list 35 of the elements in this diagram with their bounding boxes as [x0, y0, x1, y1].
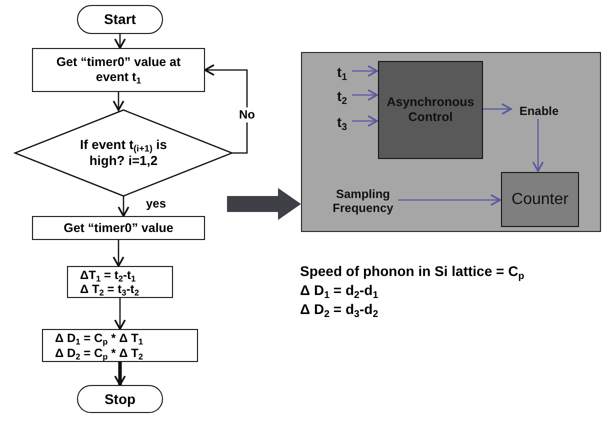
counter-block: Counter — [501, 172, 579, 227]
process-box: Get “timer0” value — [32, 216, 205, 240]
process-box: Get “timer0” value at event t$_{1}$ — [32, 48, 205, 92]
arrow — [352, 115, 378, 127]
arrow — [352, 89, 378, 101]
arrow — [352, 65, 378, 77]
process-box — [67, 266, 173, 298]
block-arrow — [227, 188, 301, 220]
signal-label: Sampling Frequency — [327, 184, 399, 218]
node-text: If event t$_{(i+1)}$ is high? i=1,2 — [79, 137, 168, 169]
node-text: Δ D$_{2}$ = C$_{p}$ * Δ T$_{2}$ — [54, 346, 144, 360]
arrow — [482, 103, 512, 115]
arrow — [114, 298, 126, 330]
arrow — [112, 240, 124, 267]
arrow — [532, 119, 544, 172]
signal-label: t$_{3}$ — [331, 113, 353, 131]
control-block: Asynchronous Control — [378, 61, 483, 159]
signal-label: t$_{1}$ — [331, 63, 353, 81]
arrow — [114, 34, 126, 49]
signal-label: Enable — [512, 102, 566, 120]
edge-label: No — [238, 107, 256, 123]
block-diagram-panel — [301, 52, 601, 232]
arrow — [112, 92, 124, 111]
node-text: Δ D$_{1}$ = C$_{p}$ * Δ T$_{1}$ — [54, 331, 144, 346]
note-text: Speed of phonon in Si lattice = C$_{p}$ — [300, 262, 526, 281]
arrow — [114, 362, 126, 386]
node-text: Δ T$_{2}$ = t$_{3}$-t$_{2}$ — [79, 282, 140, 296]
note-text: Δ D$_{2}$ = d$_{3}$-d$_{2}$ — [300, 300, 380, 319]
arrow — [398, 194, 501, 206]
arrow — [118, 196, 130, 217]
node-text: ΔT$_{1}$ = t$_{2}$-t$_{1}$ — [79, 268, 137, 282]
note-text: Δ D$_{1}$ = d$_{2}$-d$_{1}$ — [300, 281, 380, 300]
signal-label: t$_{2}$ — [331, 87, 353, 105]
arrow — [204, 64, 248, 154]
process-box — [42, 329, 198, 362]
